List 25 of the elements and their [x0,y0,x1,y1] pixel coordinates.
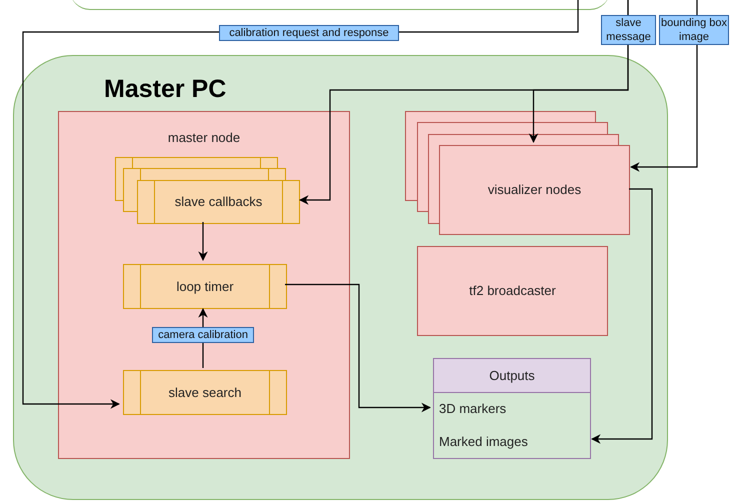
node-label: visualizer nodes [488,181,582,200]
group-box [58,111,350,459]
edge-label: bounding box image [659,15,729,45]
arrow [591,188,653,444]
list-box [433,358,591,459]
node-label: tf2 broadcaster [469,282,556,300]
process-box [123,370,287,415]
container-box [13,55,668,500]
list-header: Outputs [434,359,590,393]
process-label: slave callbacks [174,193,262,212]
stacked-process-box [115,157,300,224]
node-box [417,246,608,336]
list-row: Marked images [433,425,591,459]
edge-label: slave message [601,15,656,45]
arrow [285,284,431,412]
process-label: slave search [168,384,242,402]
container-title: Master PC [104,75,226,103]
arrow [198,222,208,261]
process-box [123,264,287,309]
list-row: 3D markers [433,392,591,425]
group-title: master node [168,129,240,147]
edge-label: calibration request and response [219,25,399,41]
edge-label: camera calibration [152,327,254,343]
stacked-node-box [405,111,631,235]
process-label: loop timer [176,278,234,296]
